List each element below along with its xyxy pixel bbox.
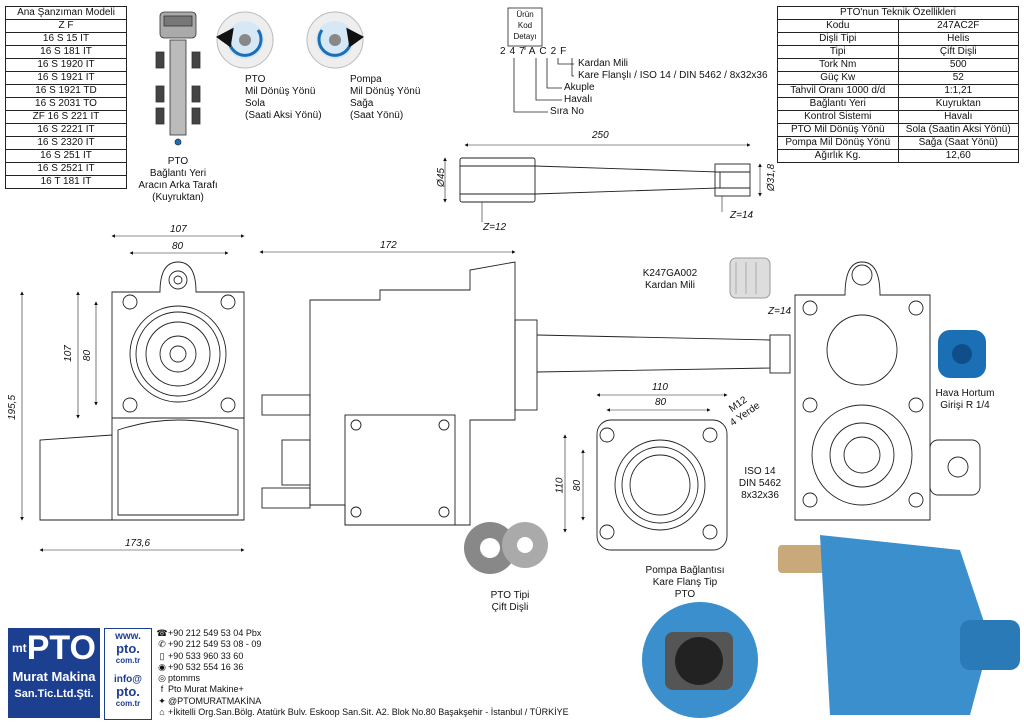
dim-80-vert: 80: [82, 349, 94, 362]
dim-195-5: 195,5: [7, 394, 19, 421]
dim-172: 172: [380, 240, 397, 251]
contact-list: ☎+90 212 549 53 04 Pbx✆+90 212 549 53 08…: [156, 628, 569, 718]
contact-text: +90 533 960 33 60: [168, 650, 244, 661]
contact-item: ✦@PTOMURATMAKİNA: [156, 696, 569, 707]
transmission-model-row: 16 T 181 IT: [5, 175, 127, 189]
code-legend-3: Havalı: [564, 94, 593, 105]
phone-icon: ☎: [156, 628, 168, 638]
dim-250: 250: [592, 130, 609, 141]
pto-rotation-icon: [215, 11, 274, 69]
dim-z14-side: Z=14: [768, 306, 792, 317]
truck-icon: [155, 11, 201, 146]
mobile-icon: ▯: [159, 650, 165, 661]
contact-text: @PTOMURATMAKİNA: [168, 695, 262, 706]
front-view-drawing: [20, 234, 245, 552]
facebook-icon: f: [160, 684, 164, 695]
fax-icon: ✆: [158, 639, 166, 650]
air-fitting-image: [938, 330, 986, 378]
contact-text: +90 212 549 53 08 - 09: [168, 639, 262, 650]
contact-text: +90 212 549 53 04 Pbx: [168, 628, 262, 638]
contact-item: ▯+90 533 960 33 60: [156, 651, 569, 662]
dim-110-vert: 110: [554, 477, 566, 494]
dim-z12: Z=12: [483, 222, 507, 233]
code-string: 247AC2F: [500, 46, 571, 57]
pump-rotation-icon: [306, 11, 365, 69]
web-block: www. pto. com.tr info@ pto. com.tr: [104, 628, 152, 720]
dim-107-vert: 107: [62, 345, 74, 362]
contact-item: ☎+90 212 549 53 04 Pbx: [156, 628, 569, 639]
contact-text: ptomms: [168, 673, 201, 684]
side-view-drawing: [259, 250, 791, 526]
spec-value: 12,60: [897, 149, 1019, 163]
cardan-shaft-drawing: [443, 143, 762, 222]
dim-80-flange-vert: 80: [572, 479, 584, 492]
dim-z14-top: Z=14: [730, 210, 754, 221]
twitter-icon: ✦: [158, 695, 166, 706]
splined-coupling-image: [729, 257, 771, 299]
instagram-icon: ◎: [158, 673, 166, 684]
dim-173-6: 173,6: [125, 538, 151, 549]
contact-text: +90 532 554 16 36: [168, 661, 244, 672]
pto-product-photo: [642, 535, 1020, 718]
dim-80-flange: 80: [655, 397, 667, 408]
contact-text: +İkitelli Org.San.Bölg. Atatürk Bulv. Es…: [168, 707, 569, 718]
dim-110: 110: [652, 382, 668, 393]
dim-d45: Ø45: [435, 168, 447, 187]
contact-item: ⌂+İkitelli Org.San.Bölg. Atatürk Bulv. E…: [156, 707, 569, 718]
right-view-drawing: [794, 261, 981, 521]
code-detail-tree: [507, 7, 574, 113]
dim-107: 107: [170, 224, 187, 235]
code-legend-0: Kardan Mili: [578, 58, 629, 69]
spec-row: Ağırlık Kg.12,60: [777, 149, 1019, 163]
location-icon: ⌂: [159, 707, 165, 718]
whatsapp-icon: ◉: [158, 661, 166, 672]
flange-view-drawing: [563, 393, 728, 551]
dim-80: 80: [172, 241, 184, 252]
code-legend-4: Sıra No: [550, 106, 584, 117]
company-logo: mtPTO Murat Makina San.Tic.Ltd.Şti.: [8, 628, 100, 718]
contact-item: ✆+90 212 549 53 08 - 09: [156, 639, 569, 650]
dim-d318: Ø31,8: [766, 163, 778, 192]
contact-text: Pto Murat Makine+: [168, 684, 244, 695]
code-legend-1: Kare Flanşlı / ISO 14 / DIN 5462 / 8x32x…: [578, 70, 768, 81]
double-gear-image: [464, 522, 548, 574]
contact-item: ◎ptomms: [156, 673, 569, 684]
contact-item: f Pto Murat Makine+: [156, 684, 569, 695]
code-legend-2: Akuple: [564, 82, 595, 93]
contact-item: ◉+90 532 554 16 36: [156, 662, 569, 673]
